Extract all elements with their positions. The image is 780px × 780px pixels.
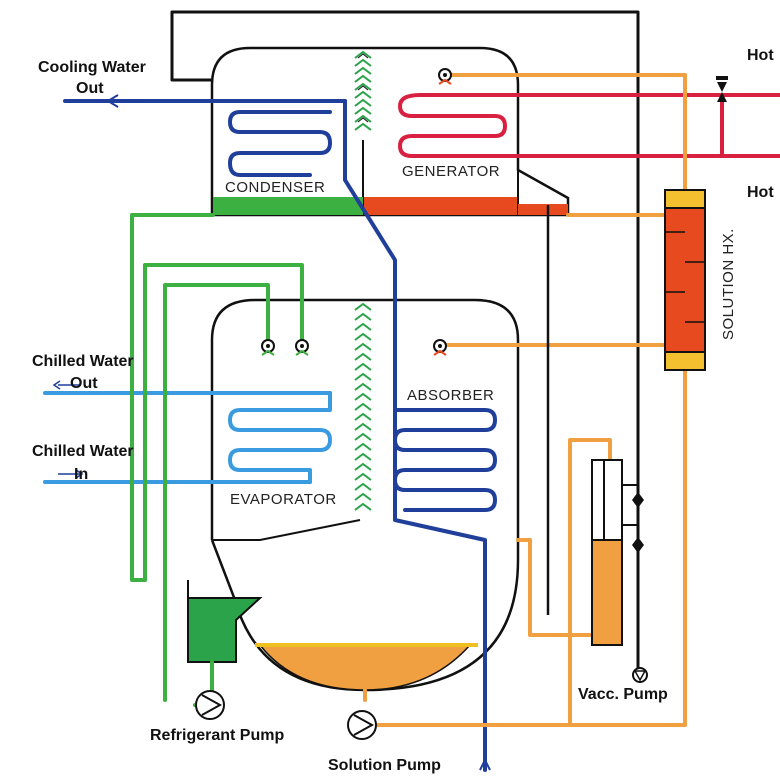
cooling-in-arrow — [479, 757, 491, 771]
evaporator-label: EVAPORATOR — [230, 491, 337, 508]
upper-shell — [210, 46, 570, 217]
hot-water-in-label: Hot — [747, 47, 774, 64]
vacuum-pump-label: Vacc. Pump — [578, 686, 668, 703]
absorber-label: ABSORBER — [407, 387, 494, 404]
chilled-water-in-label-line1: Chilled Water — [32, 443, 134, 460]
purge-system — [546, 205, 638, 646]
condenser-label: CONDENSER — [225, 179, 325, 196]
lower-eliminator — [354, 302, 372, 511]
vacuum-valve-2 — [632, 537, 644, 553]
solution-pump-icon — [347, 710, 377, 740]
generator-label: GENERATOR — [402, 163, 500, 180]
cooling-out-arrow — [106, 94, 119, 108]
lower-shell — [210, 298, 520, 692]
vapor-duct — [170, 10, 640, 682]
hot-water-valve — [716, 76, 728, 102]
condenser-refrigerant-pool — [213, 197, 363, 215]
refrigerant-pump-label: Refrigerant Pump — [150, 727, 284, 744]
chilled-water-in-label-line2: In — [74, 466, 88, 483]
absorber-spray-nozzle — [433, 339, 447, 356]
refrigerant-pump-icon — [195, 690, 225, 720]
solution-circuit — [363, 73, 687, 727]
evaporator-spray-nozzle-2 — [295, 339, 309, 356]
solution-heat-exchanger — [664, 189, 706, 371]
chilled-water-out-label-line1: Chilled Water — [32, 353, 134, 370]
cooling-water-out-label-line2: Out — [76, 80, 104, 97]
refrigerant-tank — [187, 597, 263, 663]
chilled-water-circuit — [43, 391, 332, 484]
chilled-water-out-label-line2: Out — [70, 375, 98, 392]
generator-spray-nozzle — [438, 68, 452, 85]
cooling-water-circuit — [63, 99, 497, 772]
solution-hx-label: SOLUTION HX. — [720, 228, 737, 340]
upper-eliminator — [354, 50, 372, 131]
evaporator-spray-nozzle-1 — [261, 339, 275, 356]
hot-water-out-label: Hot — [747, 184, 774, 201]
absorber-solution-pool — [258, 644, 472, 691]
generator-overflow-pool — [518, 204, 568, 215]
solution-pump-label: Solution Pump — [328, 757, 441, 774]
hot-water-circuit — [398, 93, 780, 158]
lower-divider — [212, 519, 361, 541]
cooling-water-out-label-line1: Cooling Water — [38, 59, 146, 76]
generator-solution-pool — [364, 197, 517, 215]
vacuum-valve-1 — [632, 492, 644, 508]
vacuum-pump-icon — [632, 667, 648, 683]
